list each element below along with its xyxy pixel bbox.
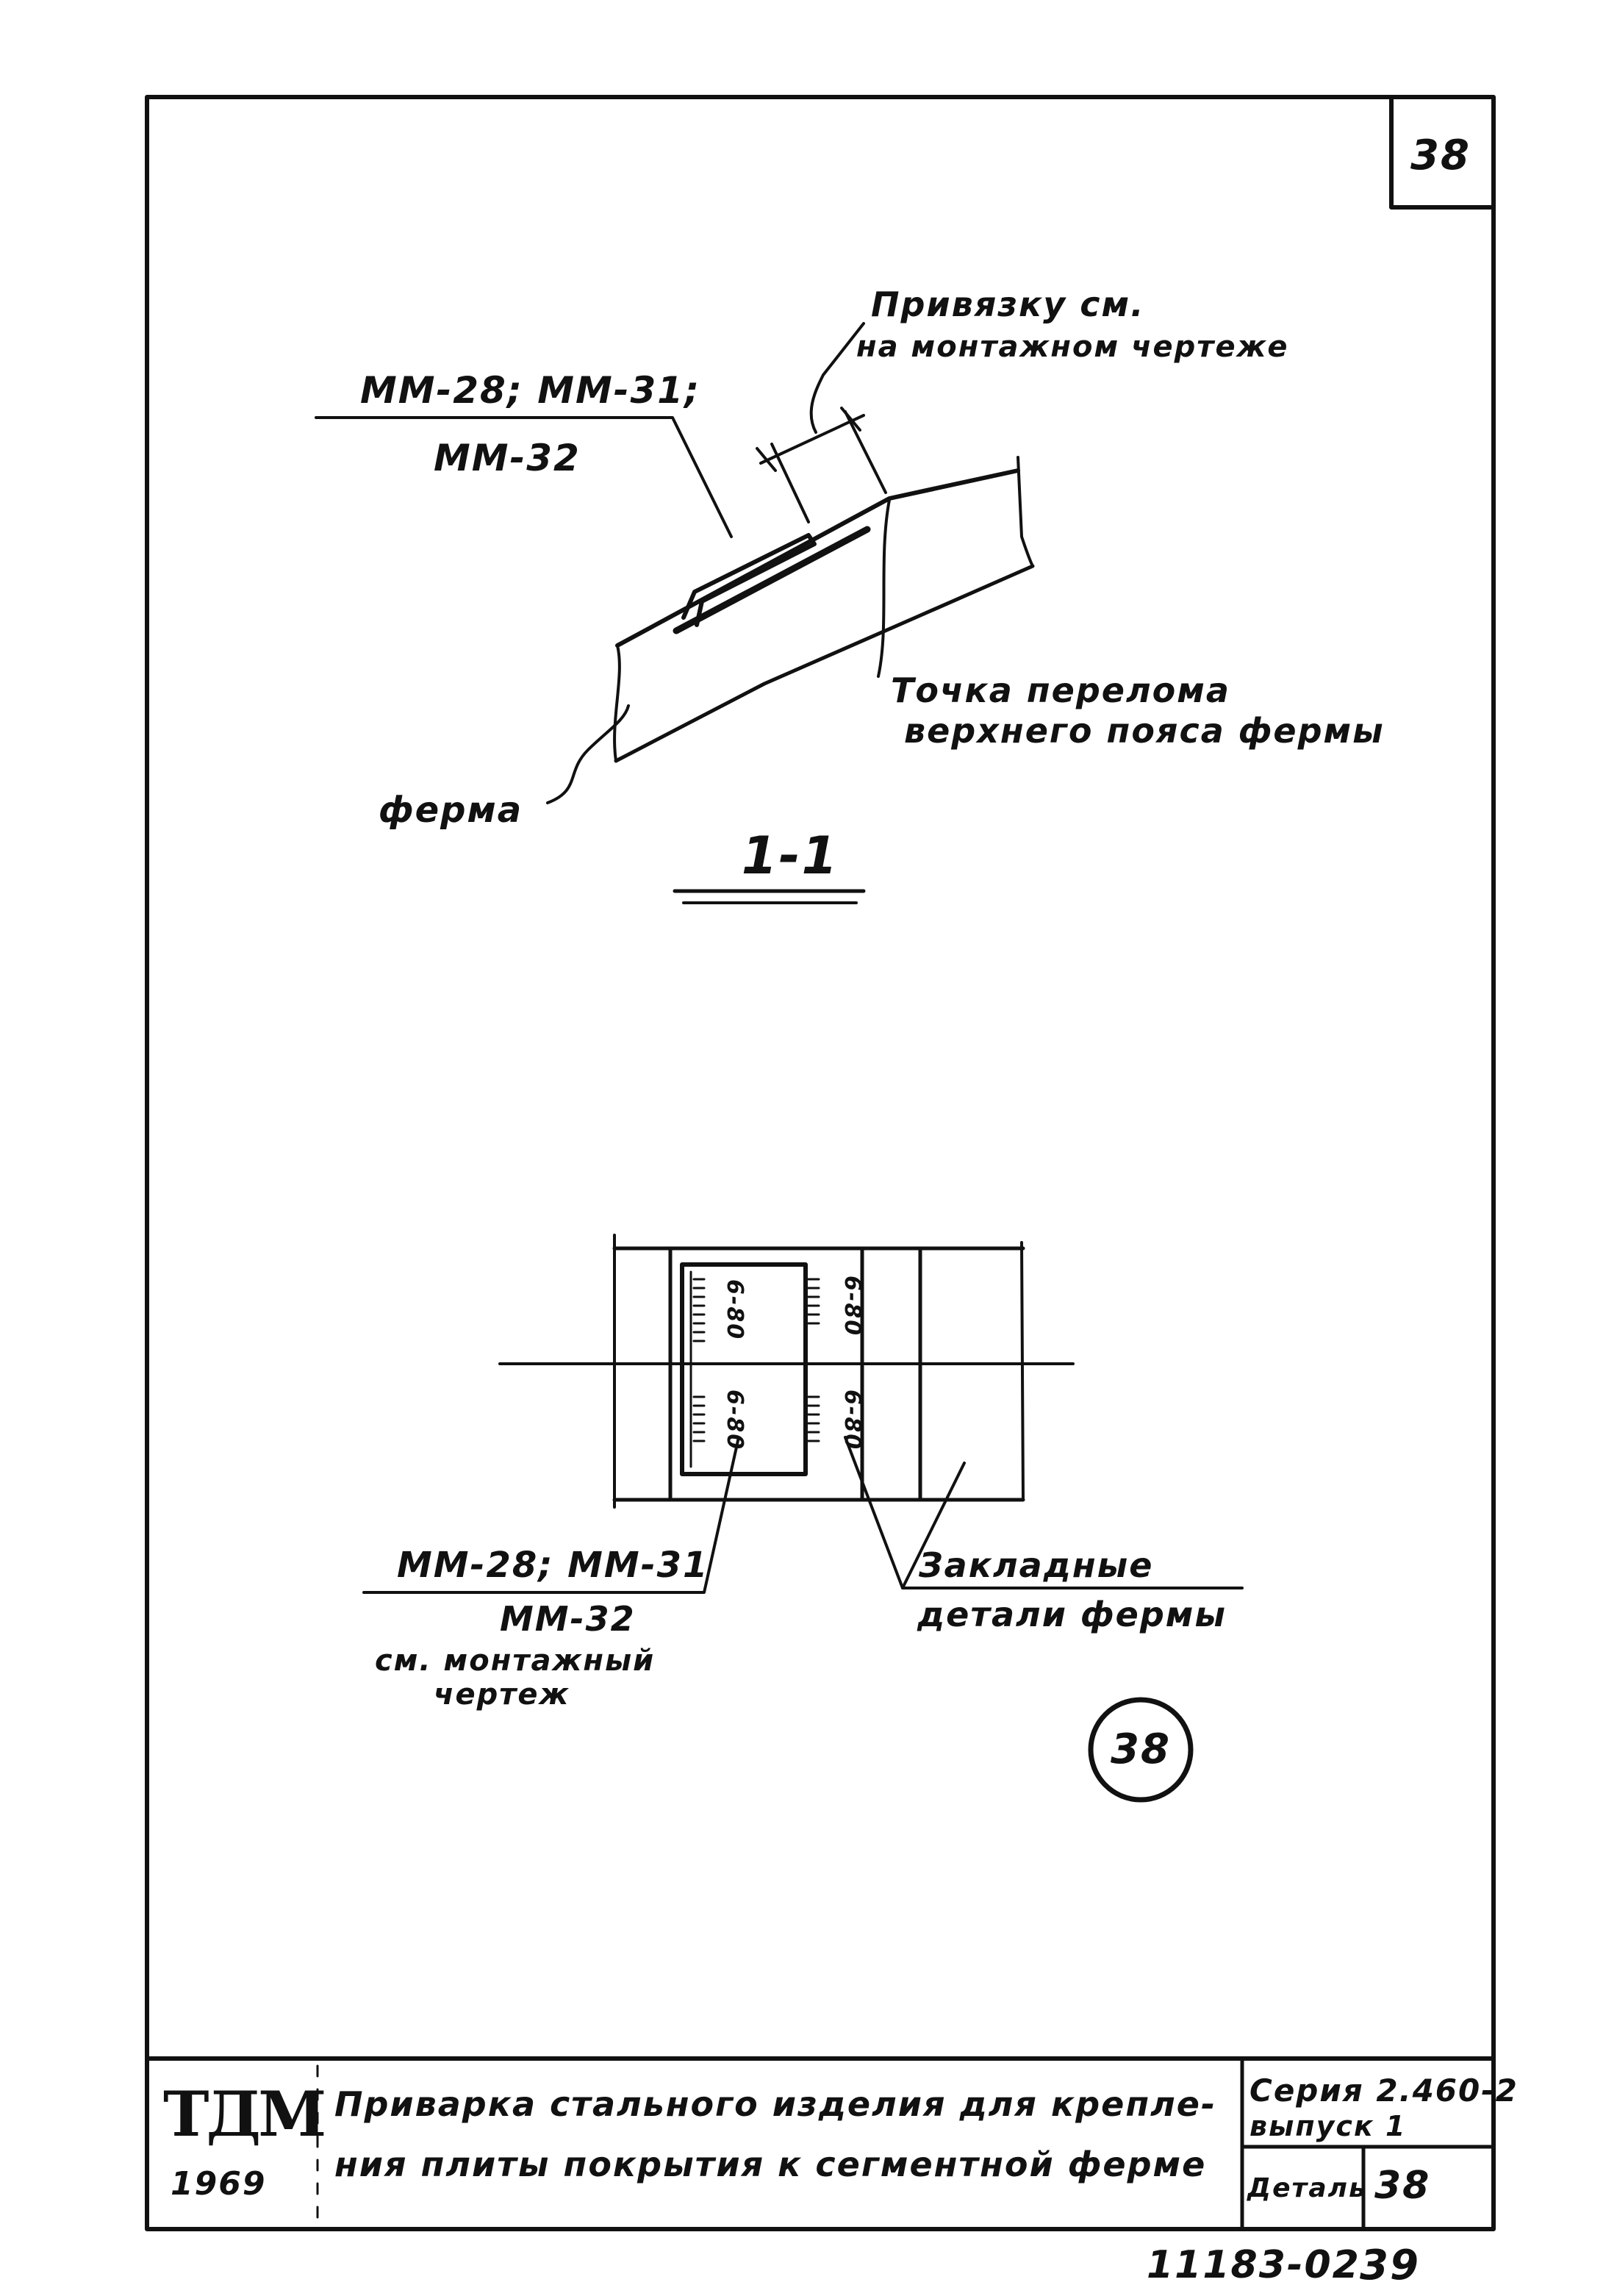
weld-mark-4: 6-80 (839, 1390, 865, 1451)
binding-label-1: Привязку см. (871, 285, 1145, 324)
truss-bottom-edge (614, 564, 1035, 763)
logo: ТДМ (163, 2078, 324, 2150)
page-number: 38 (1410, 132, 1471, 179)
marks-leader (315, 416, 733, 538)
page-number-box: 38 (1389, 95, 1496, 210)
embedded-label-2: детали фермы (917, 1595, 1227, 1634)
plan-view: 6-80 6-80 6-80 6-80 ММ-28; ММ-31 ММ-32 с… (362, 1234, 1244, 1803)
embedded-label-1: Закладные (918, 1545, 1153, 1585)
plan-marks-leader (362, 1436, 740, 1594)
section-title: 1-1 (742, 826, 839, 886)
weld-mark-3: 6-80 (839, 1276, 865, 1337)
issue-label: выпуск 1 (1250, 2110, 1406, 2142)
title-year: 1969 (171, 2165, 266, 2203)
truss-label: ферма (379, 790, 523, 831)
section-view: ММ-28; ММ-31; ММ-32 Привязку см. на монт… (315, 285, 1385, 904)
plan-marks-label-2: ММ-32 (500, 1599, 636, 1639)
sheet-frame (145, 95, 1496, 2231)
detail-label: Деталь (1247, 2173, 1367, 2203)
doc-number: 11183-02 (1147, 2243, 1360, 2287)
embedded-plate (673, 526, 871, 634)
title-line-1: Приварка стального изделия для крепле- (334, 2084, 1216, 2124)
break-point-label-1: Точка перелома (891, 670, 1230, 710)
detail-value: 38 (1374, 2164, 1430, 2208)
plan-see-label-2: чертеж (434, 1678, 570, 1712)
weld-mark-2: 6-80 (722, 1390, 747, 1451)
break-point-label-2: верхнего пояса фермы (904, 711, 1385, 751)
section-marks-label-2: ММ-32 (434, 437, 581, 479)
title-block: ТДМ 1969 Приварка стального изделия для … (145, 2056, 1519, 2231)
plan-steel-plate (680, 1262, 808, 1476)
detail-circle-number: 38 (1111, 1725, 1171, 1773)
sheet-number: 39 (1360, 2242, 1420, 2289)
plan-see-label-1: см. монтажный (375, 1644, 655, 1678)
steel-plate (681, 533, 817, 627)
title-line-2: ния плиты покрытия к сегментной ферме (334, 2145, 1206, 2184)
series-label: Серия 2.460-2 (1250, 2073, 1519, 2109)
plan-marks-label: ММ-28; ММ-31 (397, 1545, 709, 1586)
section-marks-label: ММ-28; ММ-31; (360, 369, 700, 412)
weld-hatching (692, 1278, 820, 1442)
detail-circle (1088, 1697, 1194, 1803)
break-point-leader (877, 498, 891, 678)
truss-left-break (613, 644, 621, 762)
truss-leader (546, 704, 630, 804)
binding-label-2: на монтажном чертеже (856, 330, 1289, 364)
weld-mark-1: 6-80 (722, 1279, 747, 1340)
truss-right-break (1017, 456, 1034, 568)
binding-dimension (756, 322, 887, 523)
